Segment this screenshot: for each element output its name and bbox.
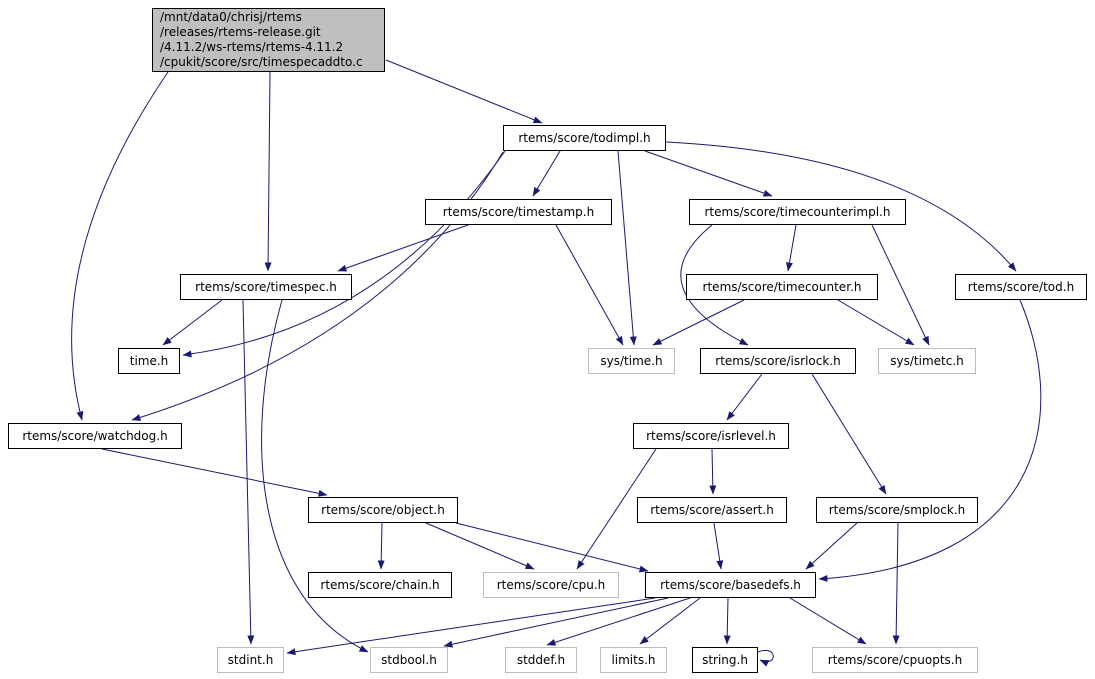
node-systimetc: sys/timetc.h: [878, 348, 976, 374]
edge-timestamp-timespec: [337, 224, 469, 272]
node-basedefs[interactable]: rtems/score/basedefs.h: [645, 572, 816, 598]
edge-timespec-time: [162, 299, 223, 346]
graph-root-label-line: /cpukit/score/src/timespecaddto.c: [160, 55, 363, 69]
node-stddef: stddef.h: [505, 647, 577, 673]
node-chain[interactable]: rtems/score/chain.h: [308, 572, 452, 598]
edge-isrlevel-assert: [709, 448, 717, 495]
edge-todimpl-systime: [617, 150, 637, 346]
node-timespec[interactable]: rtems/score/timespec.h: [180, 274, 352, 300]
graph-root-label-line: /releases/rtems-release.git: [160, 25, 321, 39]
edge-timespec-stdbool: [261, 299, 369, 653]
edge-timecounterimpl-systimetc: [871, 224, 930, 346]
edge-root-timespec: [264, 71, 272, 272]
node-cpu: rtems/score/cpu.h: [483, 572, 619, 598]
node-timecounterimpl[interactable]: rtems/score/timecounterimpl.h: [689, 199, 906, 225]
edge-root-todimpl: [385, 59, 543, 124]
node-stdint: stdint.h: [217, 647, 284, 673]
node-isrlock[interactable]: rtems/score/isrlock.h: [700, 348, 856, 374]
node-smplock[interactable]: rtems/score/smplock.h: [816, 497, 978, 523]
edge-timecounter-systime: [652, 299, 745, 346]
node-isrlevel[interactable]: rtems/score/isrlevel.h: [633, 423, 789, 449]
edge-basedefs-cpuopts: [789, 597, 867, 645]
edge-assert-basedefs: [713, 522, 724, 570]
edge-object-cpu: [425, 522, 535, 570]
edge-basedefs-string: [723, 597, 731, 645]
graph-root-label-line: /4.11.2/ws-rtems/rtems-4.11.2: [160, 40, 344, 54]
node-cpuopts: rtems/score/cpuopts.h: [812, 647, 978, 673]
edge-timecounter-systimetc: [837, 299, 915, 346]
edge-basedefs-stddef: [546, 597, 691, 646]
graph-root-node: /mnt/data0/chrisj/rtems/releases/rtems-r…: [152, 8, 385, 72]
edge-timestamp-systime: [555, 224, 624, 346]
node-watchdog[interactable]: rtems/score/watchdog.h: [8, 423, 182, 449]
node-string[interactable]: string.h: [692, 647, 758, 673]
node-todimpl[interactable]: rtems/score/todimpl.h: [503, 125, 666, 151]
edge-basedefs-stdint: [286, 597, 656, 656]
node-systime: sys/time.h: [588, 348, 675, 374]
node-timecounter[interactable]: rtems/score/timecounter.h: [686, 274, 878, 300]
edge-isrlock-isrlevel: [726, 373, 763, 421]
node-timestamp[interactable]: rtems/score/timestamp.h: [425, 199, 612, 225]
node-limits: limits.h: [600, 647, 667, 673]
edge-tod-basedefs: [818, 299, 1042, 582]
edge-watchdog-object: [101, 448, 328, 497]
edge-basedefs-stdbool: [443, 597, 669, 648]
edge-todimpl-timecounterimpl: [644, 150, 773, 197]
edge-timecounterimpl-timecounter: [786, 224, 797, 272]
edge-timespec-stdint: [242, 299, 255, 645]
edge-todimpl-timestamp: [532, 150, 561, 197]
edge-object-basedefs: [455, 522, 649, 573]
node-stdbool: stdbool.h: [370, 647, 448, 673]
edge-smplock-basedefs: [805, 522, 858, 570]
edge-smplock-cpuopts: [892, 522, 900, 645]
node-tod[interactable]: rtems/score/tod.h: [955, 274, 1087, 300]
node-assert[interactable]: rtems/score/assert.h: [637, 497, 787, 523]
graph-root-label-line: /mnt/data0/chrisj/rtems: [160, 10, 302, 24]
edge-basedefs-limits: [639, 597, 701, 645]
edge-isrlock-smplock: [811, 373, 887, 495]
node-object[interactable]: rtems/score/object.h: [308, 497, 458, 523]
node-time[interactable]: time.h: [118, 348, 180, 374]
edge-todimpl-time: [182, 150, 506, 358]
edge-object-chain: [377, 522, 385, 570]
edge-string-string: [757, 649, 774, 667]
